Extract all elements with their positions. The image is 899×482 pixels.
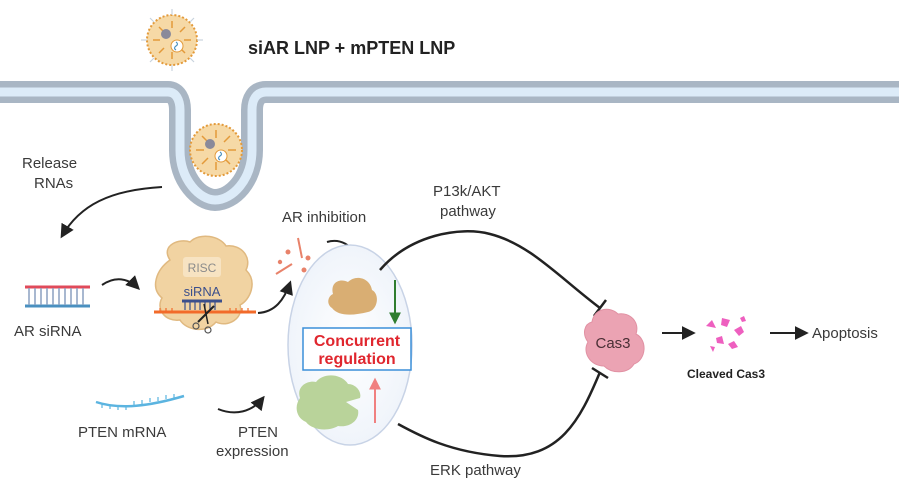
apoptosis-label: Apoptosis	[812, 325, 878, 342]
release-rnas-label-1: Release	[22, 155, 77, 172]
risc-to-fragments-arrow	[257, 280, 293, 314]
cas3-protein-icon	[584, 308, 645, 373]
cleaved-cas3-label: Cleaved Cas3	[687, 367, 765, 381]
pi3k-akt-label-2: pathway	[440, 203, 496, 220]
title-label: siAR LNP + mPTEN LNP	[248, 38, 455, 58]
sirna-to-risc-arrow	[101, 275, 140, 290]
scissors-icon	[192, 303, 215, 334]
concurrent-regulation-box	[302, 327, 412, 371]
ar-sirna-label: AR siRNA	[14, 323, 82, 340]
cas3-label: Cas3	[595, 335, 630, 352]
erk-pathway-label: ERK pathway	[430, 462, 521, 479]
release-arrow	[60, 186, 163, 239]
lnp-particle-top-icon	[141, 9, 203, 71]
cell-membrane	[0, 81, 899, 212]
erk-inhibit-bar	[591, 366, 609, 380]
mrna-fragments-icon	[275, 237, 311, 275]
pten-expression-label-2: expression	[216, 443, 289, 460]
pi3k-akt-pathway-line	[379, 230, 601, 309]
ar-inhibition-label: AR inhibition	[282, 209, 366, 226]
lnp-particle-endocytosed-icon	[189, 123, 243, 177]
pten-mrna-label: PTEN mRNA	[78, 424, 166, 441]
concurrent-label-1: Concurrent	[314, 333, 401, 350]
pten-protein-icon	[296, 375, 361, 430]
sirna-label: siRNA	[184, 284, 221, 299]
erk-pathway-line	[397, 371, 602, 458]
risc-label: RISC	[188, 261, 217, 275]
risc-complex-icon	[154, 235, 256, 331]
pten-expression-arrow	[217, 395, 265, 414]
release-rnas-label-2: RNAs	[34, 175, 73, 192]
pten-mrna-icon	[95, 394, 185, 410]
cleaved-cas3-icon	[706, 316, 746, 352]
pi3k-akt-label-1: P13k/AKT	[433, 183, 501, 200]
pten-expression-label-1: PTEN	[238, 424, 278, 441]
concurrent-label-2: regulation	[318, 351, 395, 368]
ar-protein-icon	[328, 277, 377, 315]
ar-sirna-icon	[25, 285, 90, 308]
